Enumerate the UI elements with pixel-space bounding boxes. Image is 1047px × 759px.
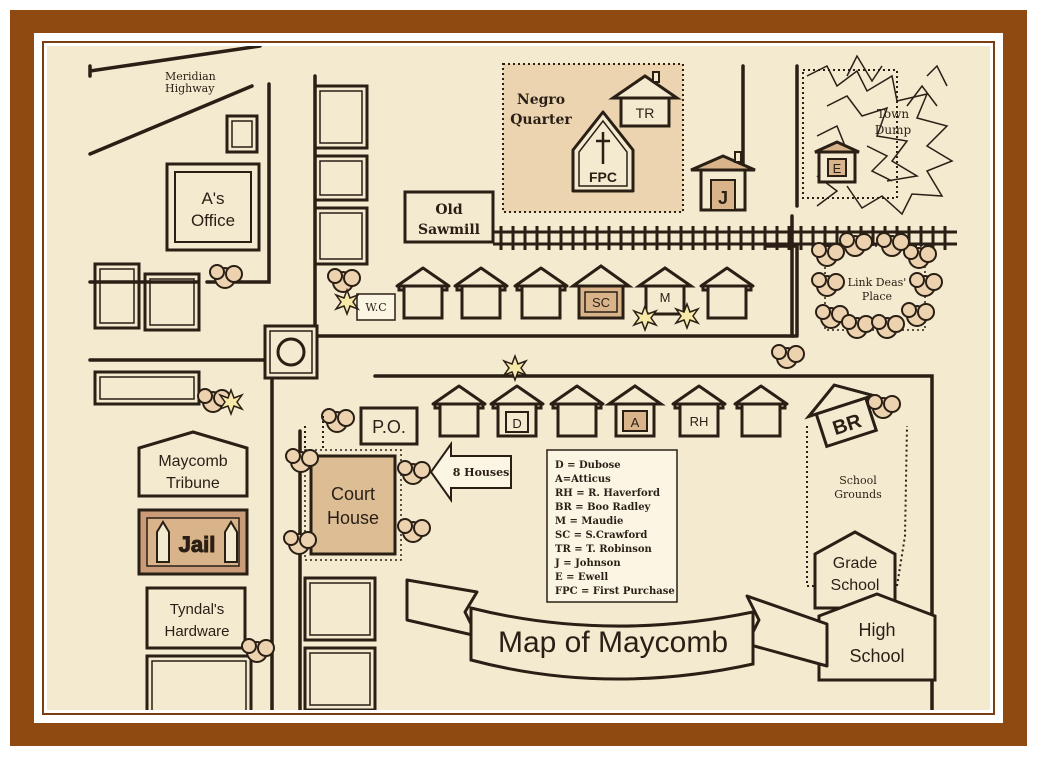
svg-text:Place: Place xyxy=(862,290,892,303)
svg-text:High: High xyxy=(858,620,895,640)
block-column xyxy=(313,84,369,266)
svg-text:RH = R. Haverford: RH = R. Haverford xyxy=(555,488,660,499)
title-banner: Map of Maycomb xyxy=(405,578,829,681)
svg-text:A: A xyxy=(631,415,640,430)
svg-text:FPC: FPC xyxy=(589,169,617,185)
house xyxy=(395,266,451,320)
tyndals-hardware: Tyndal's Hardware xyxy=(145,586,247,650)
svg-text:A's: A's xyxy=(201,189,224,208)
lot xyxy=(145,654,253,710)
house-j: J xyxy=(690,151,756,212)
lot-small xyxy=(225,114,259,154)
svg-text:School: School xyxy=(839,474,877,487)
svg-text:Link Deas': Link Deas' xyxy=(848,276,907,289)
svg-text:D: D xyxy=(512,416,521,431)
house-m: M xyxy=(634,266,696,316)
house-br: BR xyxy=(804,383,879,449)
lower-row-houses: D A RH xyxy=(431,355,789,438)
town-dump xyxy=(802,54,954,216)
post-office: P.O. xyxy=(359,406,419,446)
svg-text:BR = Boo Radley: BR = Boo Radley xyxy=(555,502,652,513)
school-grounds: School Grounds xyxy=(806,425,908,587)
link-deas-place: Link Deas' Place xyxy=(811,232,943,339)
house xyxy=(513,266,569,320)
svg-text:RH: RH xyxy=(690,414,709,429)
svg-text:Grounds: Grounds xyxy=(834,488,882,501)
svg-text:FPC = First Purchase: FPC = First Purchase xyxy=(555,586,675,597)
svg-text:A=Atticus: A=Atticus xyxy=(554,474,611,485)
house-rh: RH xyxy=(671,384,727,438)
house-sc: SC xyxy=(568,264,634,320)
house xyxy=(431,384,487,438)
svg-text:Hardware: Hardware xyxy=(164,623,229,640)
svg-text:D = Dubose: D = Dubose xyxy=(555,460,621,471)
svg-text:TR: TR xyxy=(636,105,655,121)
svg-text:M: M xyxy=(660,290,671,305)
svg-text:Tyndal's: Tyndal's xyxy=(170,601,225,618)
svg-text:Sawmill: Sawmill xyxy=(418,222,480,238)
svg-text:SC: SC xyxy=(592,295,610,310)
lot xyxy=(143,272,201,332)
sun-burst xyxy=(335,289,359,315)
town-square-monument xyxy=(263,324,319,380)
meridian-highway-label: Meridian xyxy=(165,70,216,83)
svg-text:8 Houses: 8 Houses xyxy=(453,466,510,479)
svg-text:Grade: Grade xyxy=(833,555,878,572)
svg-text:P.O.: P.O. xyxy=(372,417,406,437)
house-tr: TR xyxy=(608,71,682,128)
svg-text:TR = T. Robinson: TR = T. Robinson xyxy=(555,544,653,555)
svg-text:J = Johnson: J = Johnson xyxy=(554,558,621,569)
svg-text:M = Maudie: M = Maudie xyxy=(555,516,623,527)
lot xyxy=(93,370,201,406)
svg-text:Court: Court xyxy=(331,484,375,504)
upper-row-houses: SC M xyxy=(395,264,755,331)
house xyxy=(733,384,789,438)
svg-text:Jail: Jail xyxy=(179,532,216,557)
house-e: E xyxy=(814,140,860,184)
lot xyxy=(93,262,141,330)
legend: D = Dubose A=Atticus RH = R. Haverford B… xyxy=(546,449,678,603)
house-a: A xyxy=(604,384,666,438)
svg-text:SC = S.Crawford: SC = S.Crawford xyxy=(555,530,647,541)
house-d: D xyxy=(489,384,545,438)
svg-text:Quarter: Quarter xyxy=(510,112,572,128)
eight-houses-arrow: 8 Houses xyxy=(429,440,512,504)
svg-text:House: House xyxy=(327,508,379,528)
svg-text:W.C: W.C xyxy=(365,301,386,314)
svg-text:School: School xyxy=(831,577,880,594)
maycomb-map: Meridian Highway A's Office Old Sawmill xyxy=(47,46,990,710)
town-dump-label-2: Dump xyxy=(875,123,912,137)
svg-text:Tribune: Tribune xyxy=(166,475,220,492)
maycomb-tribune: Maycomb Tribune xyxy=(137,430,249,498)
town-dump-label: Town xyxy=(877,107,910,121)
svg-text:E = Ewell: E = Ewell xyxy=(555,572,608,583)
dotted-paths xyxy=(304,416,324,450)
svg-text:J: J xyxy=(718,188,728,208)
court-house: Court House xyxy=(304,449,402,561)
svg-text:School: School xyxy=(849,646,904,666)
house xyxy=(699,266,755,320)
svg-text:Maycomb: Maycomb xyxy=(158,453,227,470)
meridian-highway-label-2: Highway xyxy=(165,82,215,95)
svg-text:Office: Office xyxy=(191,211,235,230)
map-title: Map of Maycomb xyxy=(498,626,728,659)
old-sawmill: Old Sawmill xyxy=(403,190,495,244)
wc: W.C xyxy=(356,293,396,321)
church-fpc: FPC xyxy=(571,110,635,193)
svg-text:Negro: Negro xyxy=(517,92,565,108)
house xyxy=(453,266,509,320)
a-office: A's Office xyxy=(165,162,261,252)
lot xyxy=(303,576,377,642)
svg-text:Old: Old xyxy=(435,202,463,218)
lot xyxy=(303,646,377,710)
house xyxy=(549,384,605,438)
street-lines xyxy=(88,46,934,710)
svg-text:E: E xyxy=(833,161,842,176)
jail: Jail xyxy=(137,508,249,576)
